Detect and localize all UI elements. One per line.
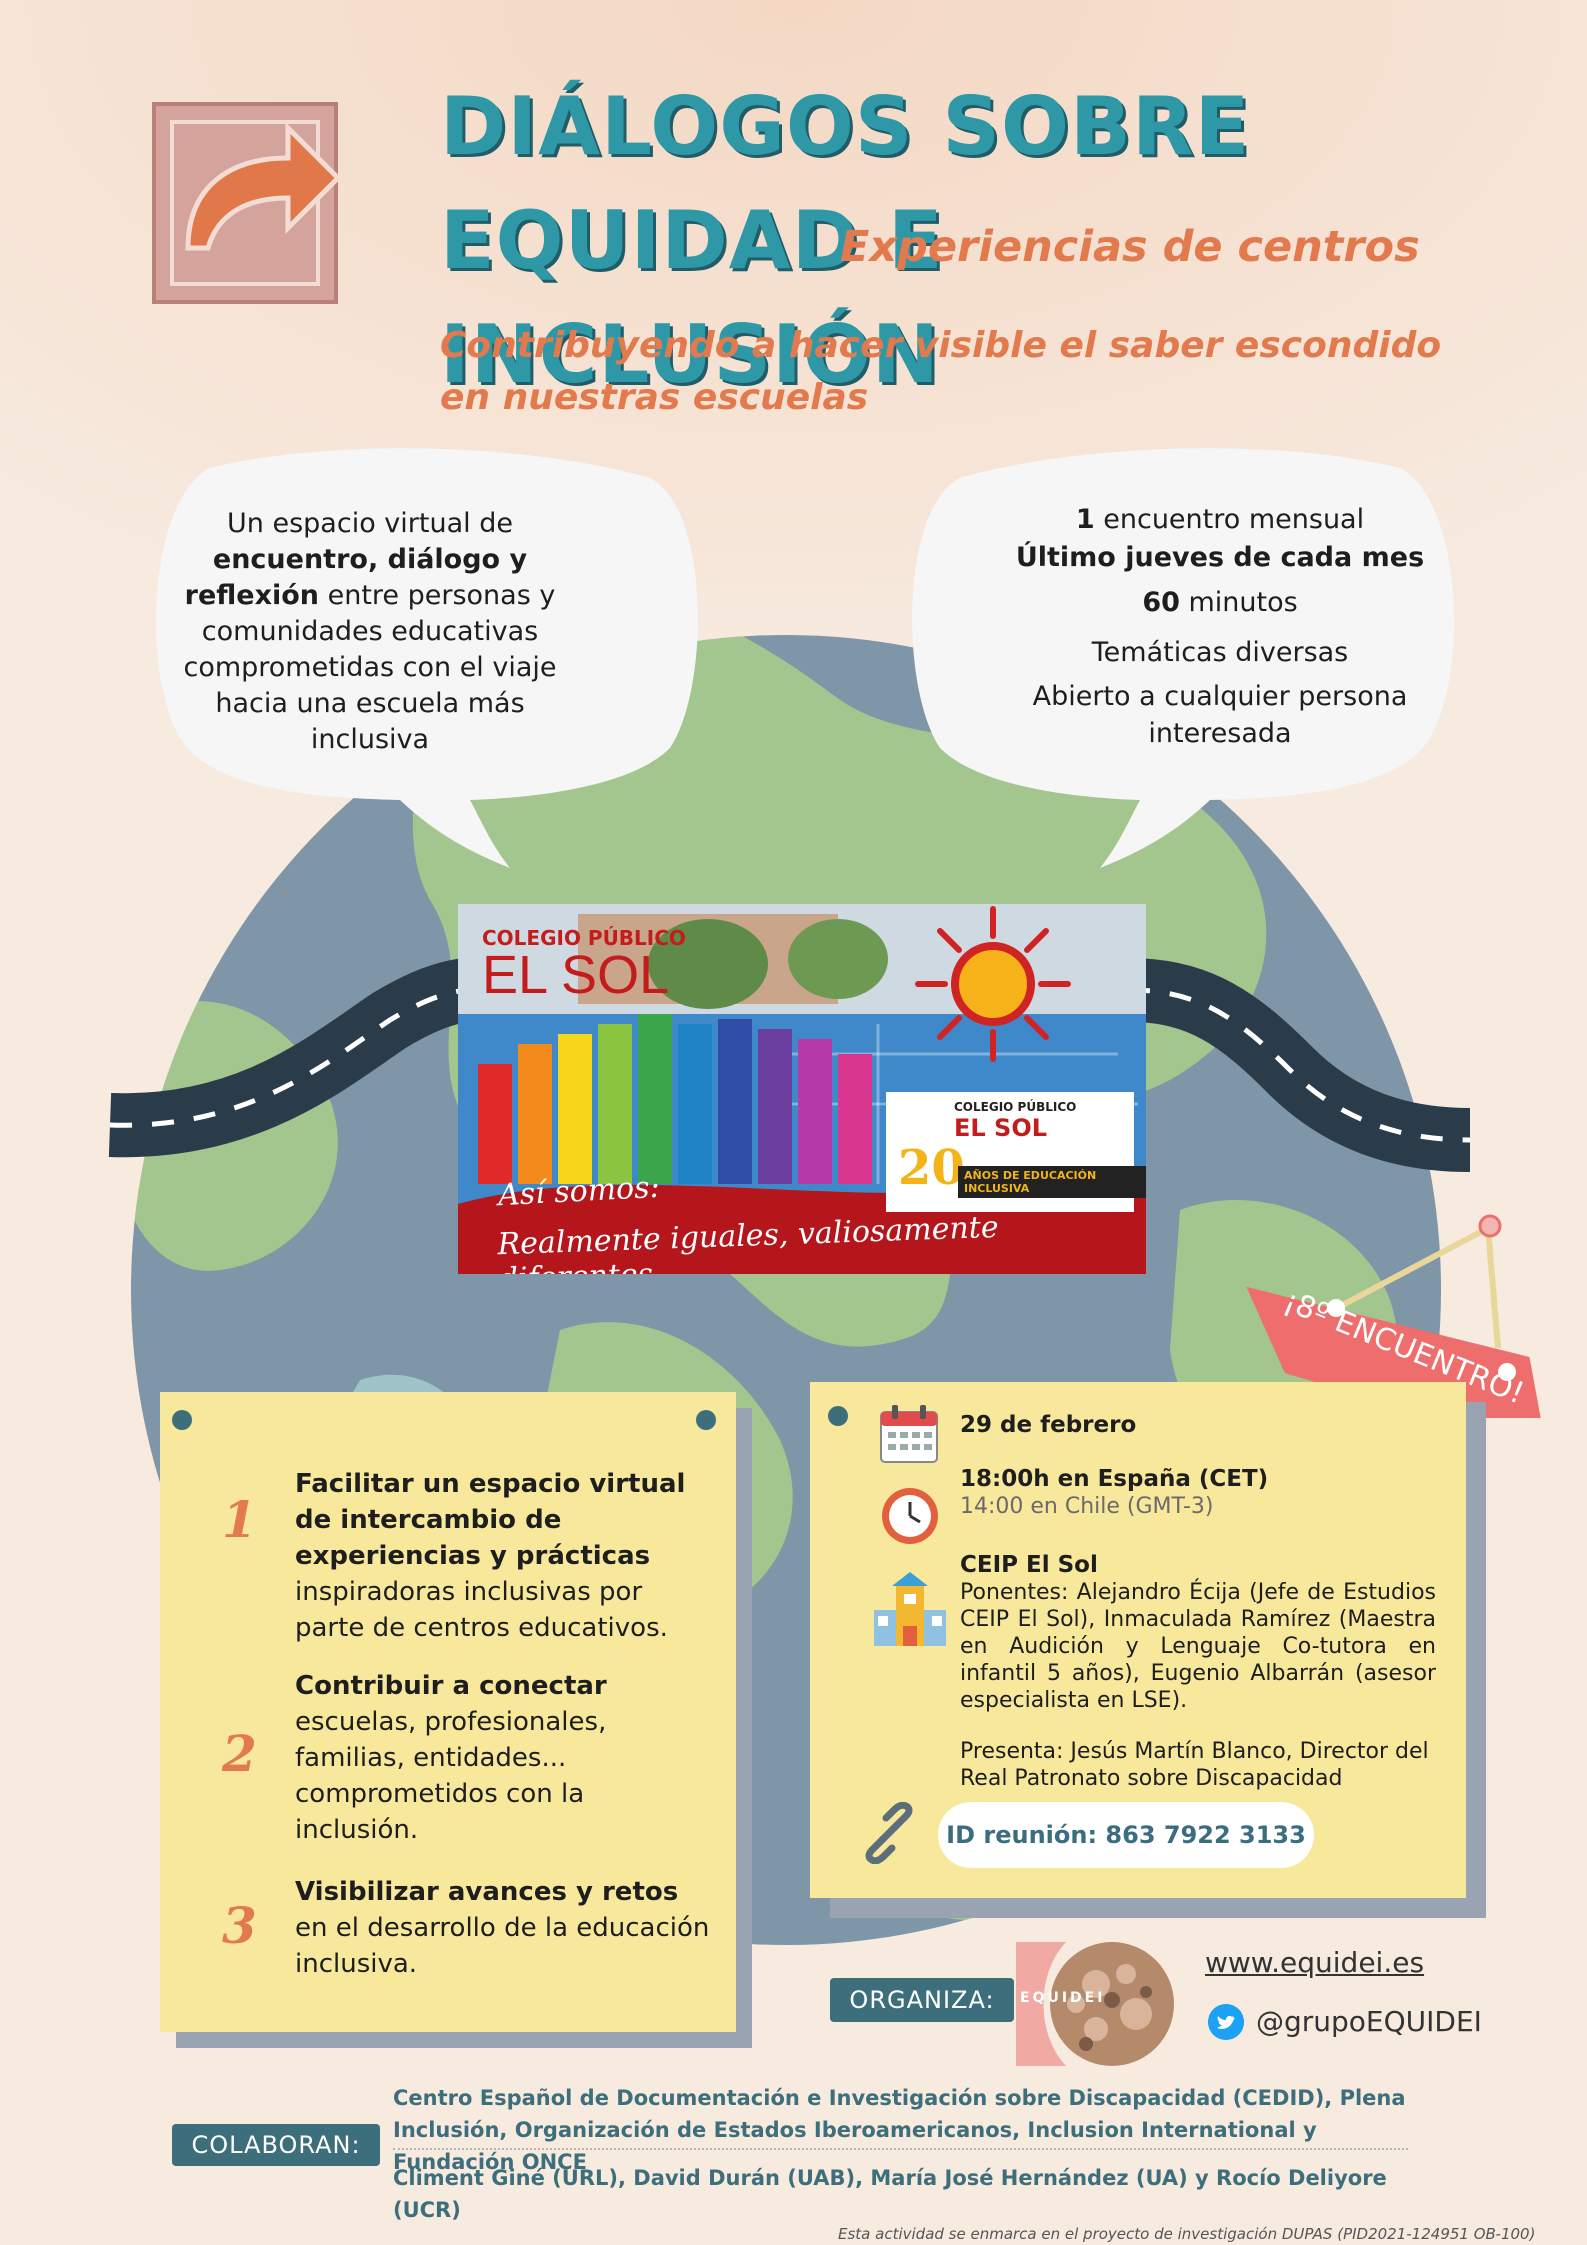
pin-icon	[696, 1410, 716, 1430]
sun-logo-icon	[915, 906, 1071, 1062]
collaborators-text: Centro Español de Documentación e Invest…	[393, 2086, 1406, 2174]
meeting-duration: 60	[1142, 587, 1180, 618]
event-time-chile: 14:00 en Chile (GMT-3)	[960, 1494, 1214, 1519]
objective-item: Facilitar un espacio virtual de intercam…	[295, 1466, 715, 1646]
bubble-left-bold: encuentro, diálogo y	[212, 544, 528, 575]
badge-years: 20	[898, 1140, 965, 1196]
pin-icon	[828, 1406, 848, 1426]
colaboran-label: COLABORAN:	[172, 2124, 380, 2166]
event-speakers: Ponentes: Alejandro Écija (Jefe de Estud…	[960, 1580, 1436, 1713]
bubble-right-text: 1 encuentro mensual Último jueves de cad…	[1010, 502, 1430, 752]
speech-bubble-right	[912, 448, 1454, 868]
school-label-name: EL SOL	[482, 945, 670, 1005]
meetings-count-label: encuentro mensual	[1094, 504, 1365, 535]
bubble-left-line: inclusiva	[310, 724, 430, 755]
objective-bold: Facilitar un espacio virtual de intercam…	[295, 1469, 686, 1571]
encuentro-tag: ¡8º ENCUENTRO!	[1228, 1214, 1558, 1418]
event-date: 29 de febrero	[960, 1412, 1436, 1439]
divider	[393, 2148, 1408, 2150]
clock-icon	[882, 1488, 938, 1544]
meeting-id[interactable]: ID reunión: 863 7922 3133	[938, 1802, 1314, 1868]
arrow-logo-icon	[152, 102, 342, 304]
school-building-icon	[874, 1572, 946, 1646]
event-date-text: 29 de febrero	[960, 1412, 1137, 1438]
event-time-spain: 18:00h en España (CET)	[960, 1466, 1269, 1492]
objective-item: Contribuir a conectar escuelas, profesio…	[295, 1668, 715, 1848]
badge-label: COLEGIO PÚBLICO	[954, 1100, 1077, 1114]
objectives-card: 1 Facilitar un espacio virtual de interc…	[160, 1392, 736, 2032]
speech-bubble-left	[156, 448, 698, 868]
event-presenter: Presenta: Jesús Martín Blanco, Director …	[960, 1739, 1429, 1791]
objective-bold: Visibilizar avances y retos	[295, 1877, 679, 1907]
tagline: Contribuyendo a hacer visible el saber e…	[440, 325, 1442, 418]
calendar-icon	[880, 1405, 938, 1463]
project-note: Esta actividad se enmarca en el proyecto…	[838, 2225, 1536, 2243]
event-details: CEIP El Sol Ponentes: Alejandro Écija (J…	[960, 1552, 1436, 1714]
pin-icon	[172, 1410, 192, 1430]
school-banner-image: COLEGIO PÚBLICO EL SOL Así somos: Realme…	[458, 904, 1146, 1274]
title-line-1: DIÁLOGOS SOBRE EQUIDAD E	[440, 80, 1251, 287]
meeting-duration-label: minutos	[1179, 587, 1298, 618]
page-title: DIÁLOGOS SOBRE EQUIDAD E INCLUSIÓN	[440, 70, 1500, 412]
equidei-logo-text: EQUIDEI	[1020, 1990, 1106, 2006]
title-line-2: INCLUSIÓN	[440, 308, 940, 401]
objective-number: 1	[222, 1490, 257, 1549]
school-label-top: COLEGIO PÚBLICO	[482, 926, 686, 950]
objective-number: 2	[222, 1724, 257, 1783]
bubble-left-line: comunidades educativas	[201, 616, 539, 647]
badge-caption: AÑOS DE EDUCACIÓN INCLUSIVA	[958, 1166, 1146, 1198]
link-icon	[865, 1802, 913, 1864]
objective-text: en el desarrollo de la educación inclusi…	[295, 1913, 710, 1979]
bubble-left-line: comprometidas con el viaje	[183, 652, 557, 683]
badge-name: EL SOL	[954, 1114, 1048, 1142]
objective-bold: Contribuir a conectar	[295, 1671, 607, 1701]
bubble-left-line: hacia una escuela más	[215, 688, 525, 719]
organiza-label: ORGANIZA:	[830, 1978, 1014, 2022]
collaborator-people: Climent Giné (URL), David Durán (UAB), M…	[393, 2166, 1387, 2222]
objective-number: 3	[222, 1896, 257, 1955]
meetings-count: 1	[1075, 504, 1095, 535]
website-link[interactable]: www.equidei.es	[1205, 1946, 1425, 1979]
objective-text: escuelas, profesionales, familias, entid…	[295, 1707, 607, 1845]
bubble-left-line: entre personas y	[319, 580, 556, 611]
objective-text: inspiradoras inclusivas por parte de cen…	[295, 1577, 668, 1643]
meeting-schedule: Último jueves de cada mes	[1015, 542, 1425, 573]
meeting-topics: Temáticas diversas	[1091, 637, 1349, 668]
bubble-left-bold: reflexión	[184, 580, 320, 611]
event-card: 29 de febrero 18:00h en España (CET) 14:…	[810, 1382, 1466, 1898]
equidei-logo	[1016, 1942, 1174, 2066]
event-time: 18:00h en España (CET) 14:00 en Chile (G…	[960, 1466, 1436, 1520]
objective-item: Visibilizar avances y retos en el desarr…	[295, 1874, 715, 1982]
twitter-handle[interactable]: @grupoEQUIDEI	[1256, 2005, 1482, 2038]
rainbow-hands-icon	[478, 1014, 872, 1184]
meeting-open-line1: Abierto a cualquier persona	[1032, 681, 1408, 712]
bubble-left-text: Un espacio virtual de encuentro, diálogo…	[170, 506, 570, 758]
page-subtitle: Experiencias de centros	[840, 222, 1420, 272]
event-school: CEIP El Sol	[960, 1552, 1098, 1578]
bubble-left-line: Un espacio virtual de	[227, 508, 513, 539]
twitter-icon[interactable]	[1208, 2004, 1244, 2040]
meeting-open-line2: interesada	[1148, 718, 1292, 749]
